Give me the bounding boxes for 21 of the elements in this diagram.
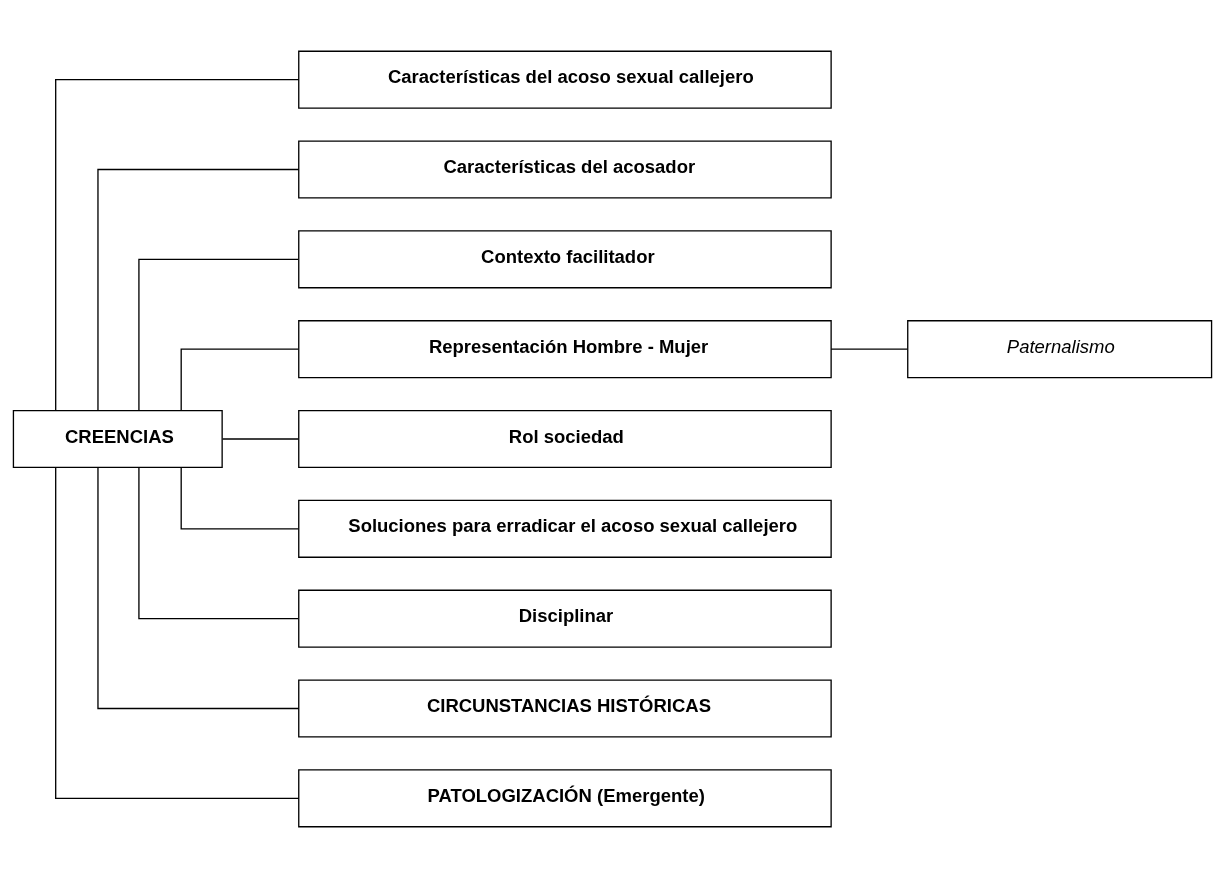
node-box: PATOLOGIZACIÓN (Emergente) <box>298 769 832 828</box>
node-box: Paternalismo <box>907 320 1213 379</box>
connector <box>221 438 300 440</box>
node-box: Representación Hombre - Mujer <box>298 320 832 379</box>
node-box: Contexto facilitador <box>298 230 832 289</box>
connector <box>138 258 299 412</box>
connector <box>830 348 908 350</box>
connector <box>55 467 300 799</box>
connector <box>55 79 300 411</box>
node-box: Rol sociedad <box>298 409 832 469</box>
connector <box>180 466 300 530</box>
connector <box>97 168 300 411</box>
node-box: Disciplinar <box>298 589 832 648</box>
node-box: Soluciones para erradicar el acoso sexual callejero <box>298 499 832 558</box>
connector <box>97 467 300 710</box>
connector <box>180 348 300 412</box>
node-box: CIRCUNSTANCIAS HISTÓRICAS <box>298 679 832 738</box>
node-box: Características del acosador <box>298 140 832 199</box>
node-box: Características del acoso sexual callejero <box>298 50 832 109</box>
node-box: CREENCIAS <box>12 409 223 469</box>
connector <box>138 466 299 620</box>
